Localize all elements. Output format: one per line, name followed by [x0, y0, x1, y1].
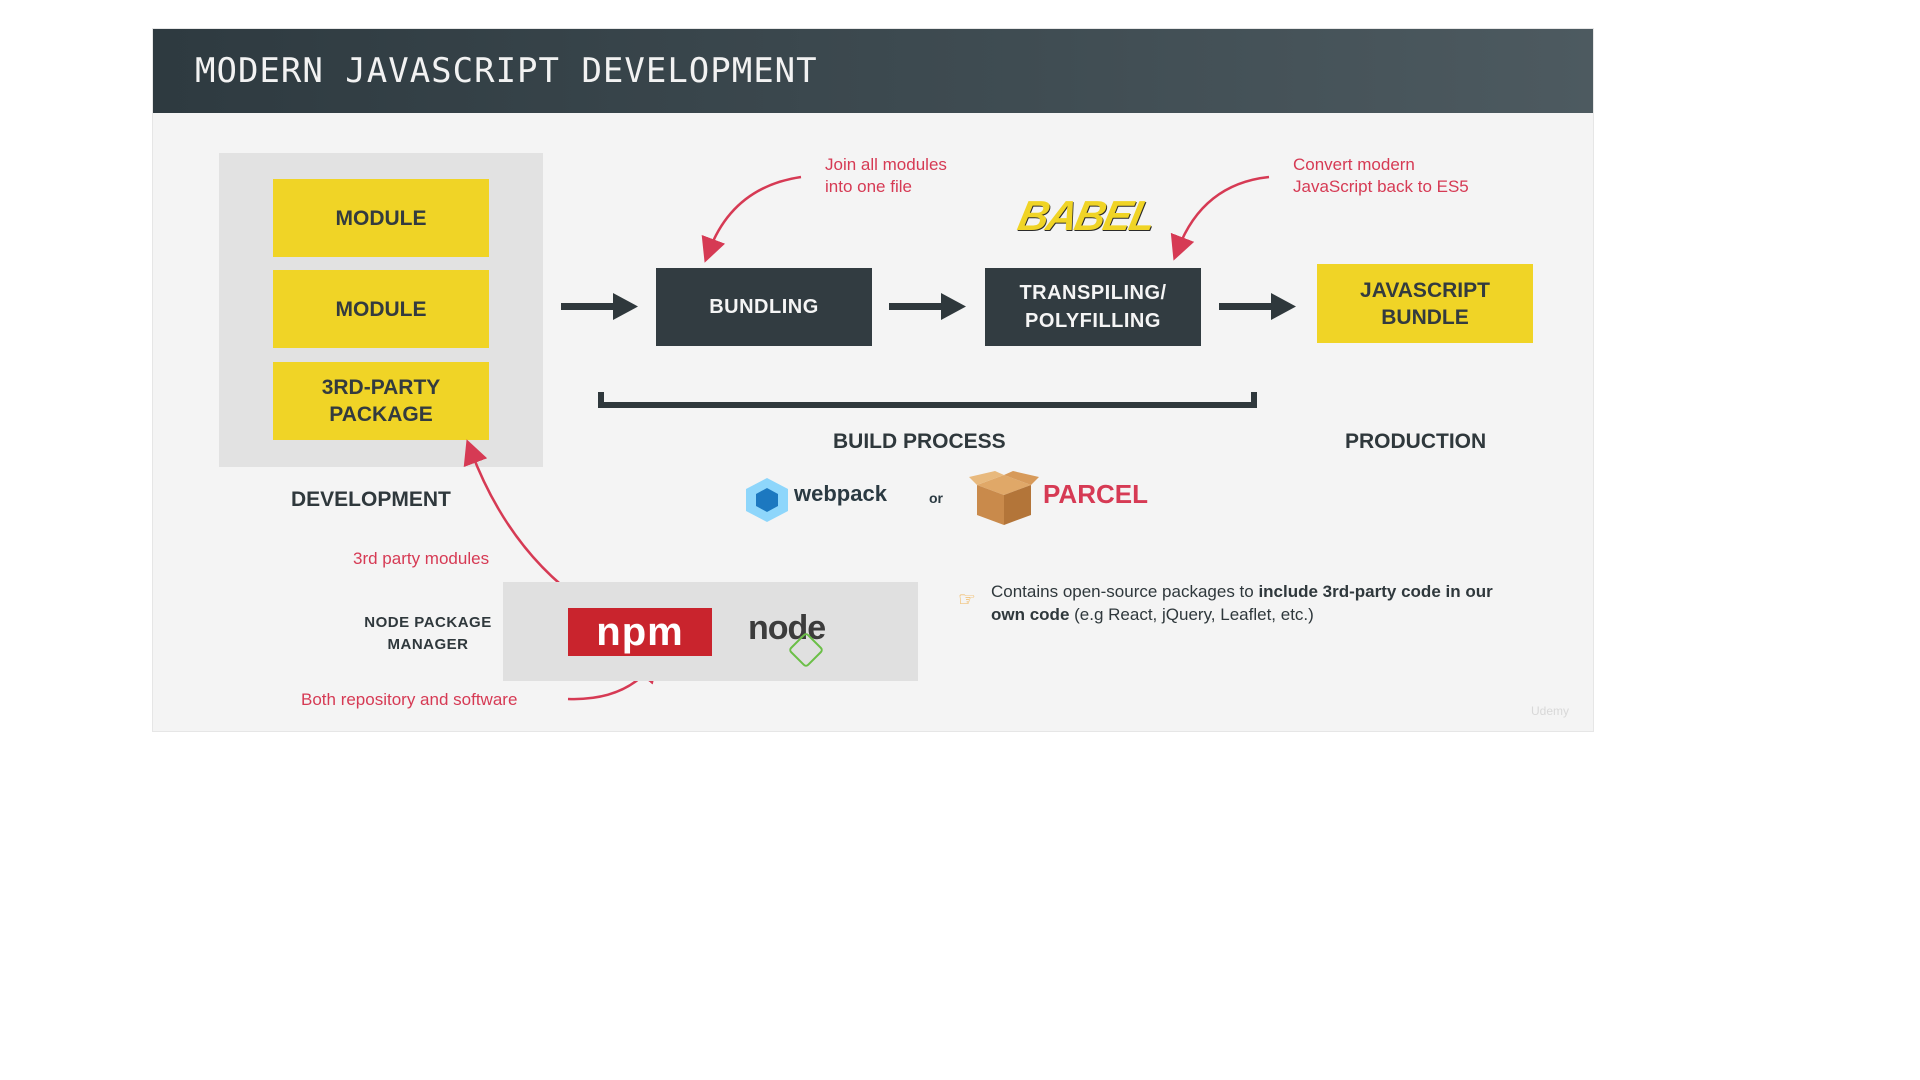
- build-process-label: BUILD PROCESS: [833, 430, 1006, 453]
- third-party-note: 3rd party modules: [353, 549, 490, 568]
- npm-note: Both repository and software: [301, 690, 518, 709]
- third-party-arrow: [463, 439, 584, 604]
- npm-logo: npm: [568, 608, 712, 656]
- node-logo: node: [748, 609, 826, 647]
- build-process-bracket: [598, 392, 1257, 408]
- header-bar: MODERN JAVASCRIPT DEVELOPMENT: [153, 29, 1593, 113]
- transpiling-box: TRANSPILING/ POLYFILLING: [985, 268, 1201, 346]
- module-box-1: MODULE: [273, 179, 489, 257]
- flow-arrow-transpiling-to-bundle: [1219, 293, 1296, 320]
- npm-description-text-1: Contains open-source packages to: [991, 582, 1259, 601]
- slide: MODERN JAVASCRIPT DEVELOPMENT MODULE MOD…: [153, 29, 1593, 731]
- production-label: PRODUCTION: [1345, 430, 1487, 453]
- module-box-2: MODULE: [273, 270, 489, 348]
- bundling-box: BUNDLING: [656, 268, 872, 346]
- transpiling-note: Convert modern JavaScript back to ES5: [1293, 155, 1469, 196]
- bundling-note-arrow: [701, 175, 802, 263]
- page-title: MODERN JAVASCRIPT DEVELOPMENT: [195, 51, 818, 91]
- or-text: or: [929, 490, 943, 506]
- parcel-logo-text: PARCEL: [1043, 479, 1148, 509]
- npm-description-bold: include 3rd-party code in our own code: [991, 582, 1493, 624]
- flow-arrow-dev-to-bundling: [561, 293, 638, 320]
- bundling-note: Join all modules into one file: [825, 155, 947, 196]
- webpack-logo-text: webpack: [794, 481, 887, 506]
- javascript-bundle-box: JAVASCRIPT BUNDLE: [1317, 264, 1533, 343]
- npm-description-text-2: (e.g React, jQuery, Leaflet, etc.): [1069, 605, 1314, 624]
- pointing-hand-icon: ☞: [958, 589, 976, 611]
- parcel-box-icon: [969, 471, 1039, 525]
- node-package-manager-label: NODE PACKAGE MANAGER: [364, 614, 492, 653]
- webpack-cube-icon: [746, 478, 788, 522]
- third-party-package-box: 3RD-PARTY PACKAGE: [273, 362, 489, 440]
- watermark: Udemy: [1531, 704, 1570, 718]
- flow-arrow-bundling-to-transpiling: [889, 293, 966, 320]
- development-label: DEVELOPMENT: [291, 488, 451, 511]
- npm-description: Contains open-source packages to include…: [991, 580, 1511, 626]
- transpiling-note-arrow: [1170, 175, 1270, 261]
